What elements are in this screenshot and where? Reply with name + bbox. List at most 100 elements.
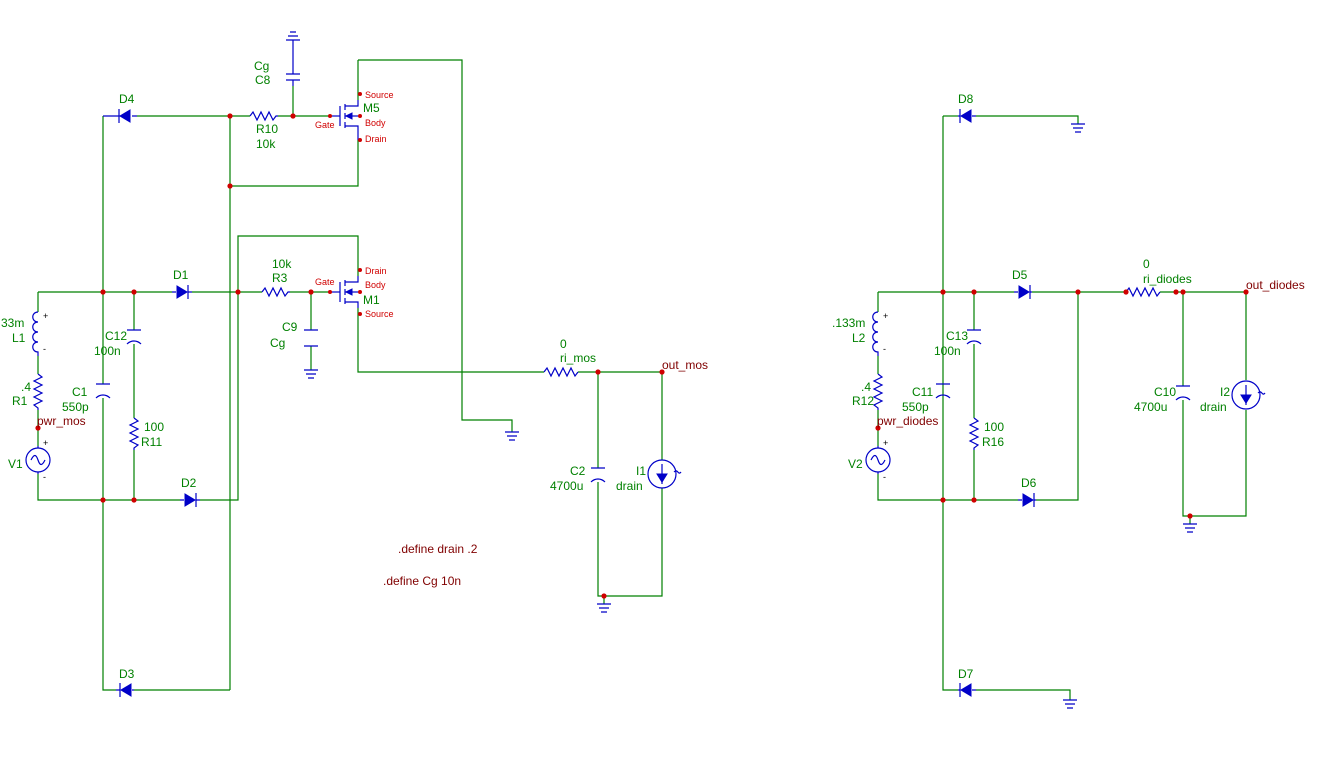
pin-m5-body: Body [365,118,386,128]
resistor-ri-diodes[interactable] [1125,286,1161,298]
capacitor-c11[interactable] [935,383,951,399]
resistor-ri-mos[interactable] [543,366,579,378]
label-c1-value: 550p [62,400,89,414]
right-junctions [875,289,1249,519]
label-r12-value: .4 [861,380,871,394]
diode-d7[interactable] [958,683,976,697]
label-d2: D2 [181,476,197,490]
label-c12-value: 100n [94,344,121,358]
label-i1-value: drain [616,479,643,493]
label-r3-name: R3 [272,271,288,285]
label-r16-value: 100 [984,420,1004,434]
capacitor-c1[interactable] [95,383,111,399]
label-d8: D8 [958,92,974,106]
label-c2-value: 4700u [550,479,583,493]
resistor-r1[interactable] [32,373,44,410]
ground-d8-icon [1071,123,1085,133]
label-c11-name: C11 [912,385,933,399]
diode-d5[interactable] [1014,285,1032,299]
pin-m1-source: Source [365,309,394,319]
resistor-r3[interactable] [261,286,290,298]
mosfet-m5[interactable] [330,100,359,140]
resistor-r16[interactable] [968,417,980,450]
sign-l2-plus: + [883,311,888,321]
label-r12-name: R12 [852,394,874,408]
net-pwr-diodes: pwr_diodes [877,414,938,428]
net-pwr-mos: pwr_mos [37,414,86,428]
diode-d3[interactable] [116,683,134,697]
resistor-r12[interactable] [872,373,884,410]
label-c1-name: C1 [72,385,88,399]
net-out-diodes: out_diodes [1246,278,1305,292]
label-c10-name: C10 [1154,385,1176,399]
label-ri-diodes-value: 0 [1143,257,1150,271]
right-labels: D8 D5 0 ri_diodes out_diodes .133m L2 + … [832,92,1305,681]
label-i1-name: I1 [636,464,646,478]
pin-m5-source: Source [365,90,394,100]
label-r1-value: .4 [21,380,31,394]
current-source-i1[interactable] [647,459,682,489]
diode-d2[interactable] [180,493,200,507]
current-source-i2[interactable] [1231,380,1266,410]
mosfet-m1[interactable] [330,276,359,308]
inductor-l2[interactable] [872,311,879,356]
label-r11-name: R11 [141,435,162,449]
directive-drain: .define drain .2 [398,542,478,556]
ground-c9-icon [304,369,318,379]
label-d1: D1 [173,268,189,282]
sign-l1-plus: + [43,311,48,321]
sign-v2-plus: + [883,438,888,448]
label-d7: D7 [958,667,974,681]
label-ri-mos-value: 0 [560,337,567,351]
label-c10-value: 4700u [1134,400,1167,414]
pin-m5-gate: Gate [315,120,335,130]
capacitor-c13[interactable] [966,329,982,345]
label-r10-value: 10k [256,137,276,151]
label-i2-name: I2 [1220,385,1230,399]
sign-v2-minus: - [883,472,886,482]
label-l1-name: L1 [12,331,26,345]
diode-d8[interactable] [958,109,976,123]
label-ri-mos-name: ri_mos [560,351,596,365]
label-i2-value: drain [1200,400,1227,414]
label-l1-value: 33m [1,316,24,330]
right-components [865,109,1266,709]
label-m5: M5 [363,101,380,115]
resistor-r10[interactable] [249,110,278,122]
left-wires [37,59,663,691]
label-c9-name: C9 [282,320,298,334]
ground-out-mos-icon [597,603,611,613]
left-labels: D4 Cg C8 R10 10k M5 Source Body Drain Ga… [1,59,708,681]
label-ri-diodes-name: ri_diodes [1143,272,1192,286]
capacitor-c2[interactable] [590,467,606,483]
label-c9-value: Cg [270,336,285,350]
label-r10-name: R10 [256,122,278,136]
capacitor-c8[interactable] [286,56,300,86]
inductor-l1[interactable] [32,311,39,356]
ground-m5-icon [505,431,519,441]
label-r1-name: R1 [12,394,28,408]
net-out-mos: out_mos [662,358,708,372]
label-r16-name: R16 [982,435,1004,449]
pin-m1-drain: Drain [365,266,387,276]
resistor-r11[interactable] [128,417,140,450]
left-junctions [35,92,665,599]
capacitor-c9[interactable] [304,329,318,347]
diode-d1[interactable] [172,285,192,299]
sign-l1-minus: - [43,344,46,354]
voltage-source-v2[interactable] [865,446,891,474]
capacitor-c12[interactable] [126,329,142,345]
ground-c8-icon [286,31,300,56]
label-d6: D6 [1021,476,1037,490]
label-r11-value: 100 [144,420,164,434]
diode-d6[interactable] [1018,493,1036,507]
sign-v1-plus: + [43,438,48,448]
label-m1: M1 [363,293,380,307]
pin-m1-gate: Gate [315,277,335,287]
diode-d4[interactable] [103,109,137,123]
label-d5: D5 [1012,268,1028,282]
directive-cg: .define Cg 10n [383,574,461,588]
voltage-source-v1[interactable] [25,446,51,474]
capacitor-c10[interactable] [1175,385,1191,401]
